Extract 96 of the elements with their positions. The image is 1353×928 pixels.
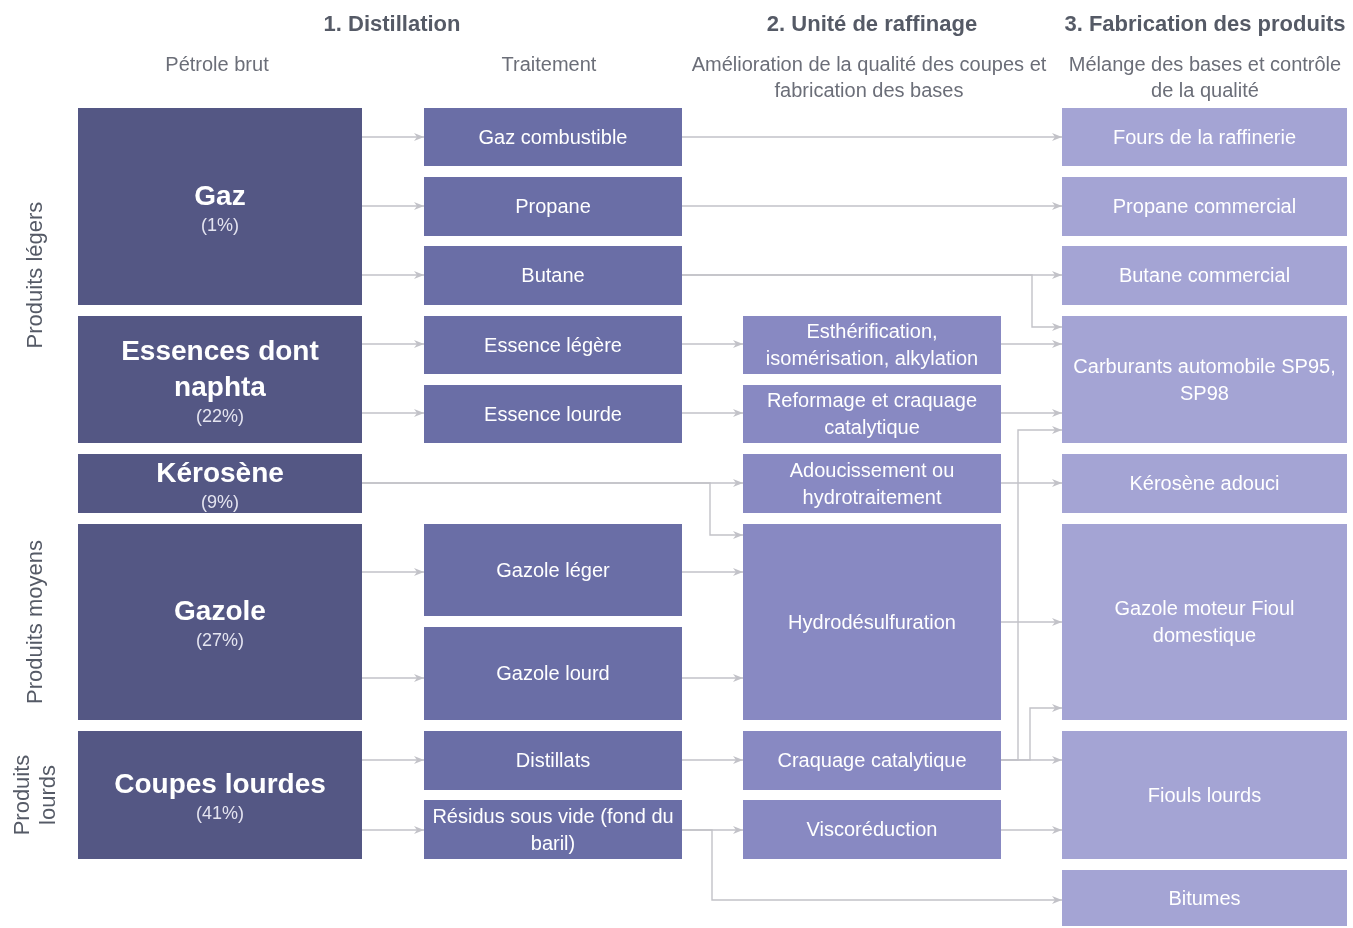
box-label: Bitumes <box>1168 885 1241 911</box>
box-label: Carburants automobile SP95, SP98 <box>1072 353 1337 406</box>
box-label: Gazole lourd <box>496 661 610 686</box>
section-heading: 1. Distillation <box>322 11 462 37</box>
product-box <box>1062 177 1347 236</box>
treatment-box <box>424 177 682 236</box>
section-heading: 3. Fabrication des produits <box>1063 11 1347 37</box>
box-label: Viscoréduction <box>806 817 938 842</box>
arrow <box>1000 756 1063 764</box>
arrow <box>361 340 425 348</box>
arrow <box>1000 409 1063 417</box>
group-label: Produits lourds <box>9 753 61 838</box>
arrow <box>361 409 425 417</box>
column-heading: Traitement <box>500 52 598 77</box>
treatment-box <box>424 800 682 859</box>
product-box <box>1062 246 1347 305</box>
product-box <box>1062 316 1347 443</box>
box-label: Propane <box>515 194 591 219</box>
box-label: Essences dont naphta <box>120 333 320 404</box>
treatment-box <box>424 316 682 374</box>
product-box <box>1062 870 1347 926</box>
arrow <box>681 340 744 348</box>
arrow <box>681 274 1063 331</box>
box-label: Craquage catalytique <box>777 748 967 773</box>
box-label: Hydrodésulfuration <box>788 609 956 635</box>
arrow <box>361 826 425 834</box>
box-label: Coupes lourdes <box>114 767 326 801</box>
arrow <box>361 674 425 682</box>
arrow <box>681 674 744 682</box>
arrow <box>681 756 744 764</box>
box-label: Fiouls lourds <box>1147 782 1262 808</box>
box-label: Fours de la raffinerie <box>1112 124 1297 150</box>
treatment-box <box>424 246 682 305</box>
box-label: Gaz combustible <box>478 124 628 150</box>
percentage-label: (27%) <box>196 629 244 651</box>
refining-process-box <box>743 731 1001 790</box>
box-label: Esthérification, isomérisation, alkylation <box>764 319 980 371</box>
box-label: Essence lourde <box>484 401 622 427</box>
box-label: Gazole <box>174 594 266 628</box>
box-label: Gazole léger <box>496 557 610 583</box>
treatment-box <box>424 385 682 443</box>
percentage-label: (22%) <box>196 404 244 427</box>
refining-process-box <box>743 385 1001 443</box>
percentage-label: (1%) <box>201 213 239 236</box>
arrow <box>361 568 425 576</box>
arrow <box>1000 479 1063 487</box>
refining-process-box <box>743 454 1001 513</box>
treatment-box <box>424 627 682 720</box>
arrow <box>681 133 1063 141</box>
product-box <box>1062 108 1347 166</box>
section-heading: 2. Unité de raffinage <box>765 11 979 37</box>
arrow <box>1000 618 1063 626</box>
crude-fraction-box <box>78 731 362 859</box>
arrow <box>361 756 425 764</box>
product-box <box>1062 731 1347 859</box>
group-label: Produits légers <box>22 200 48 351</box>
arrow <box>681 202 1063 210</box>
box-label: Résidus sous vide (fond du baril) <box>432 803 674 856</box>
box-label: Propane commercial <box>1112 194 1297 219</box>
crude-fraction-box <box>78 454 362 513</box>
box-label: Kérosène <box>156 455 284 490</box>
box-label: Butane <box>521 263 585 288</box>
arrow <box>361 271 425 279</box>
box-label: Kérosène adouci <box>1129 471 1280 496</box>
arrow <box>361 202 425 210</box>
crude-fraction-box <box>78 316 362 443</box>
arrow <box>361 133 425 141</box>
treatment-box <box>424 108 682 166</box>
box-label: Reformage et craquage catalytique <box>765 388 979 440</box>
box-label: Distillats <box>515 748 591 773</box>
arrow <box>361 482 744 539</box>
box-label: Essence légère <box>484 332 622 358</box>
box-label: Butane commercial <box>1118 263 1291 288</box>
refining-process-box <box>743 316 1001 374</box>
arrow <box>681 829 1063 904</box>
column-heading: Pétrole brut <box>164 52 270 77</box>
percentage-label: (41%) <box>196 802 244 824</box>
box-label: Gaz <box>194 178 246 213</box>
arrow <box>1000 340 1063 348</box>
column-heading: Mélange des bases et contrôle de la qualité <box>1067 52 1343 103</box>
refining-process-box <box>743 524 1001 720</box>
column-heading: Amélioration de la qualité des coupes et fabrication des bases <box>690 52 1048 103</box>
treatment-box <box>424 524 682 616</box>
product-box <box>1062 454 1347 513</box>
refining-process-box <box>743 800 1001 859</box>
treatment-box <box>424 731 682 790</box>
product-box <box>1062 524 1347 720</box>
group-label: Produits moyens <box>22 539 48 706</box>
box-label: Adoucissement ou hydrotraitement <box>788 457 956 510</box>
arrow <box>1000 826 1063 834</box>
box-label: Gazole moteur Fioul domestique <box>1113 596 1296 648</box>
crude-fraction-box <box>78 524 362 720</box>
percentage-label: (9%) <box>201 490 239 513</box>
arrow <box>681 568 744 576</box>
arrow <box>681 409 744 417</box>
crude-fraction-box <box>78 108 362 305</box>
